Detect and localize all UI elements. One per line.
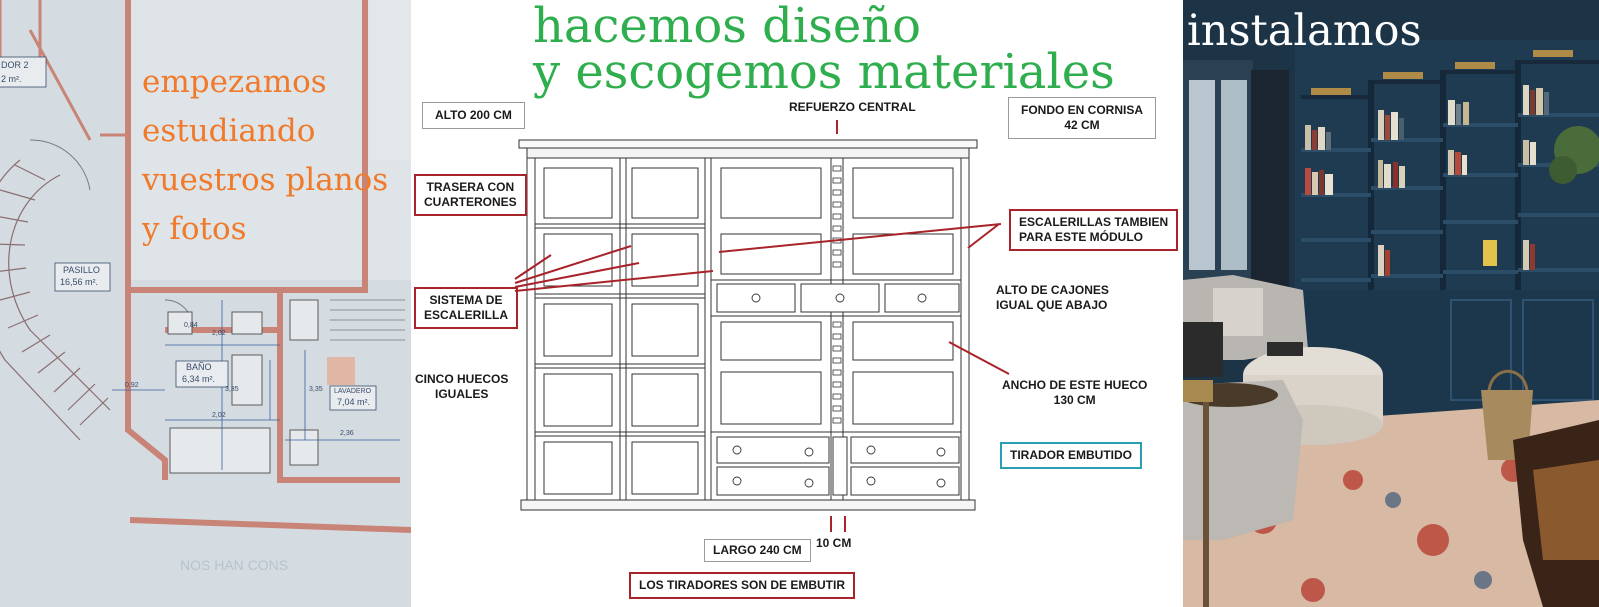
note-tiradores-embutir: LOS TIRADORES SON DE EMBUTIR: [629, 572, 856, 599]
note-sistema: SISTEMA DE ESCALERILLA: [414, 287, 518, 329]
note-ancho: ANCHO DE ESTE HUECO 130 CM: [1002, 378, 1148, 407]
plan-dimension: 0,92: [125, 382, 139, 389]
plan-caption-line: estudiando: [142, 113, 316, 149]
plan-caption-line: empezamos: [142, 64, 327, 100]
floor-plan-drawing: [0, 0, 411, 607]
installed-photo-panel: instalamos: [1183, 0, 1599, 607]
design-title-line: y escogemos materiales: [533, 44, 1115, 100]
room-label-lavadero: LAVADERO: [334, 388, 372, 395]
plan-dimension: 3,35: [225, 386, 239, 393]
cabinet-drawing: [514, 120, 1010, 532]
plan-caption: empezamos estudiando vuestros planos y f…: [142, 58, 388, 254]
note-trasera: TRASERA CON CUARTERONES: [414, 174, 527, 216]
plan-dimension: 3,35: [309, 386, 323, 393]
room-area-dormitorio: 2 m².: [1, 74, 22, 84]
room-area-pasillo: 16,56 m².: [60, 277, 99, 287]
room-area-bano: 6,34 m².: [182, 374, 216, 384]
library-room-illustration: [1183, 0, 1599, 607]
room-label-dormitorio: DOR 2: [1, 60, 29, 70]
plan-dimension: 2,02: [212, 412, 226, 419]
design-title-line: hacemos diseño: [533, 0, 922, 54]
note-largo: LARGO 240 CM: [704, 539, 811, 562]
note-refuerzo-central: REFUERZO CENTRAL: [789, 100, 916, 114]
plan-dimension: 0,84: [184, 322, 198, 329]
design-panel: hacemos diseño y escogemos materiales: [411, 0, 1183, 607]
note-tirador-embutido: TIRADOR EMBUTIDO: [1000, 442, 1142, 469]
room-label-pasillo: PASILLO: [63, 265, 100, 275]
note-10cm: 10 CM: [816, 536, 852, 550]
note-escalerillas: ESCALERILLAS TAMBIEN PARA ESTE MÓDULO: [1009, 209, 1179, 251]
plan-caption-line: vuestros planos: [142, 162, 389, 198]
plan-dimension: 2,36: [340, 430, 354, 437]
plan-caption-line: y fotos: [142, 211, 247, 247]
note-alto: ALTO 200 CM: [422, 102, 525, 129]
photo-title: instalamos: [1187, 6, 1422, 56]
design-title: hacemos diseño y escogemos materiales: [533, 0, 1115, 100]
room-label-bano: BAÑO: [186, 362, 212, 372]
plan-watermark: NOS HAN CONS: [180, 557, 289, 573]
floor-plan-panel: DOR 2 2 m². PASILLO 16,56 m². BAÑO 6,34 …: [0, 0, 411, 607]
plan-dimension: 2,02: [212, 330, 226, 337]
note-fondo: FONDO EN CORNISA 42 CM: [1008, 97, 1157, 139]
note-cinco-huecos: CINCO HUECOS IGUALES: [415, 372, 509, 401]
note-alto-cajones: ALTO DE CAJONES IGUAL QUE ABAJO: [996, 283, 1109, 312]
room-area-lavadero: 7,04 m².: [337, 397, 371, 407]
